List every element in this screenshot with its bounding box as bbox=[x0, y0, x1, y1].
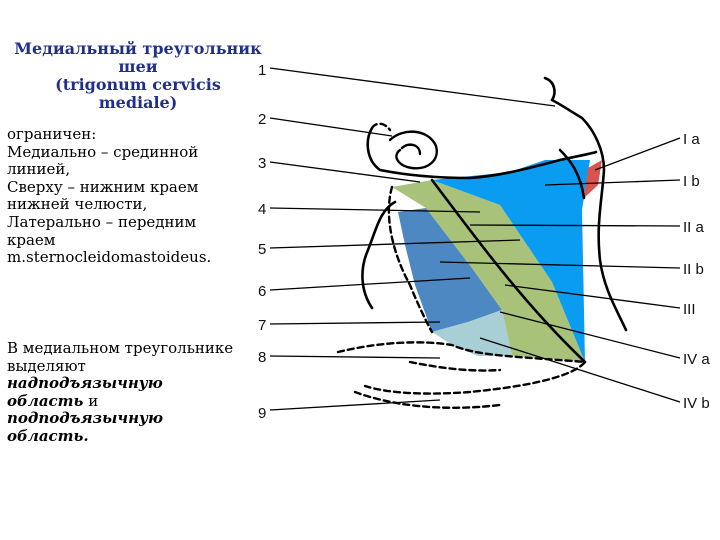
steel-blue-region bbox=[398, 208, 502, 332]
title-line-1: Медиальный треугольник bbox=[14, 39, 262, 58]
text-line: ограничен: bbox=[7, 125, 97, 143]
leader-line-4 bbox=[269, 207, 481, 213]
label-iva: IV a bbox=[683, 351, 710, 368]
leader-line-iib bbox=[439, 261, 681, 269]
green-region bbox=[392, 180, 585, 362]
leader-line-7 bbox=[269, 321, 441, 325]
label-8: 8 bbox=[258, 349, 266, 366]
text-line: выделяют bbox=[7, 356, 86, 375]
dashed-inner-ring bbox=[370, 122, 392, 132]
italic-term: область bbox=[7, 391, 84, 410]
ear-outline bbox=[388, 130, 438, 170]
dashed-clavicle bbox=[353, 390, 502, 409]
page-title: Медиальный треугольник шеи (trigonum cer… bbox=[7, 40, 269, 112]
text-line: надподъязычную bbox=[7, 374, 269, 393]
label-5: 5 bbox=[258, 241, 266, 258]
text-line: область и bbox=[7, 391, 269, 411]
text-line: линией, bbox=[7, 160, 71, 179]
text-line: Латерально – передним bbox=[7, 212, 197, 231]
label-9: 9 bbox=[258, 405, 266, 422]
label-iib: II b bbox=[683, 261, 704, 278]
text-line: Сверху – нижним краем bbox=[7, 177, 199, 196]
leader-line-iva bbox=[499, 311, 681, 359]
label-6: 6 bbox=[258, 283, 266, 300]
leader-line-6 bbox=[269, 277, 471, 291]
title-line-3: (trigonum cervicis bbox=[55, 75, 221, 94]
leader-line-iii bbox=[504, 284, 681, 309]
leader-line-2 bbox=[269, 117, 393, 137]
label-3: 3 bbox=[258, 155, 266, 172]
title-line-4: mediale) bbox=[98, 93, 178, 112]
leader-line-1 bbox=[269, 67, 556, 107]
title-line-2: шеи bbox=[118, 57, 158, 76]
skull-outline bbox=[366, 126, 598, 180]
italic-term: область. bbox=[7, 426, 89, 445]
boundaries-text: ограничен: Медиально – срединной линией,… bbox=[7, 125, 269, 267]
neck-back-outline bbox=[361, 200, 397, 310]
text-line: m.sternocleidomastoideus. bbox=[7, 248, 212, 267]
leader-line-ia bbox=[594, 137, 681, 171]
connector-text: и bbox=[83, 391, 99, 410]
label-ivb: IV b bbox=[683, 395, 710, 412]
dashed-region-lower bbox=[336, 341, 588, 395]
regions-text: В медиальном треугольнике выделяют надпо… bbox=[7, 339, 269, 446]
leader-line-iia bbox=[469, 224, 681, 227]
leader-line-ib bbox=[544, 179, 681, 186]
text-line: В медиальном треугольнике bbox=[7, 339, 234, 357]
label-2: 2 bbox=[258, 111, 266, 128]
label-4: 4 bbox=[258, 201, 266, 218]
label-ib: I b bbox=[683, 173, 700, 190]
leader-line-ivb bbox=[479, 337, 681, 403]
text-line: краем bbox=[7, 230, 56, 249]
leader-line-8 bbox=[269, 355, 441, 359]
face-profile-outline bbox=[543, 76, 628, 332]
jaw-line bbox=[558, 148, 586, 200]
italic-term: подподъязычную bbox=[7, 409, 164, 428]
label-ia: I a bbox=[683, 131, 700, 148]
leader-line-9 bbox=[269, 399, 441, 411]
sternocleidomastoid-line bbox=[430, 178, 587, 364]
label-iia: II a bbox=[683, 219, 705, 236]
leader-line-3 bbox=[269, 161, 421, 183]
label-1: 1 bbox=[258, 62, 266, 79]
leader-line-5 bbox=[269, 239, 521, 249]
text-line: Медиально – срединной bbox=[7, 142, 199, 161]
text-line: область. bbox=[7, 426, 269, 446]
text-line: подподъязычную bbox=[7, 410, 269, 428]
label-7: 7 bbox=[258, 317, 266, 334]
italic-term: надподъязычную bbox=[7, 374, 163, 393]
ear-inner bbox=[400, 143, 422, 156]
label-iii: III bbox=[683, 301, 696, 318]
dashed-hyoid bbox=[408, 360, 502, 372]
text-line: нижней челюсти, bbox=[7, 195, 148, 214]
medial-triangle-blue bbox=[432, 160, 590, 362]
